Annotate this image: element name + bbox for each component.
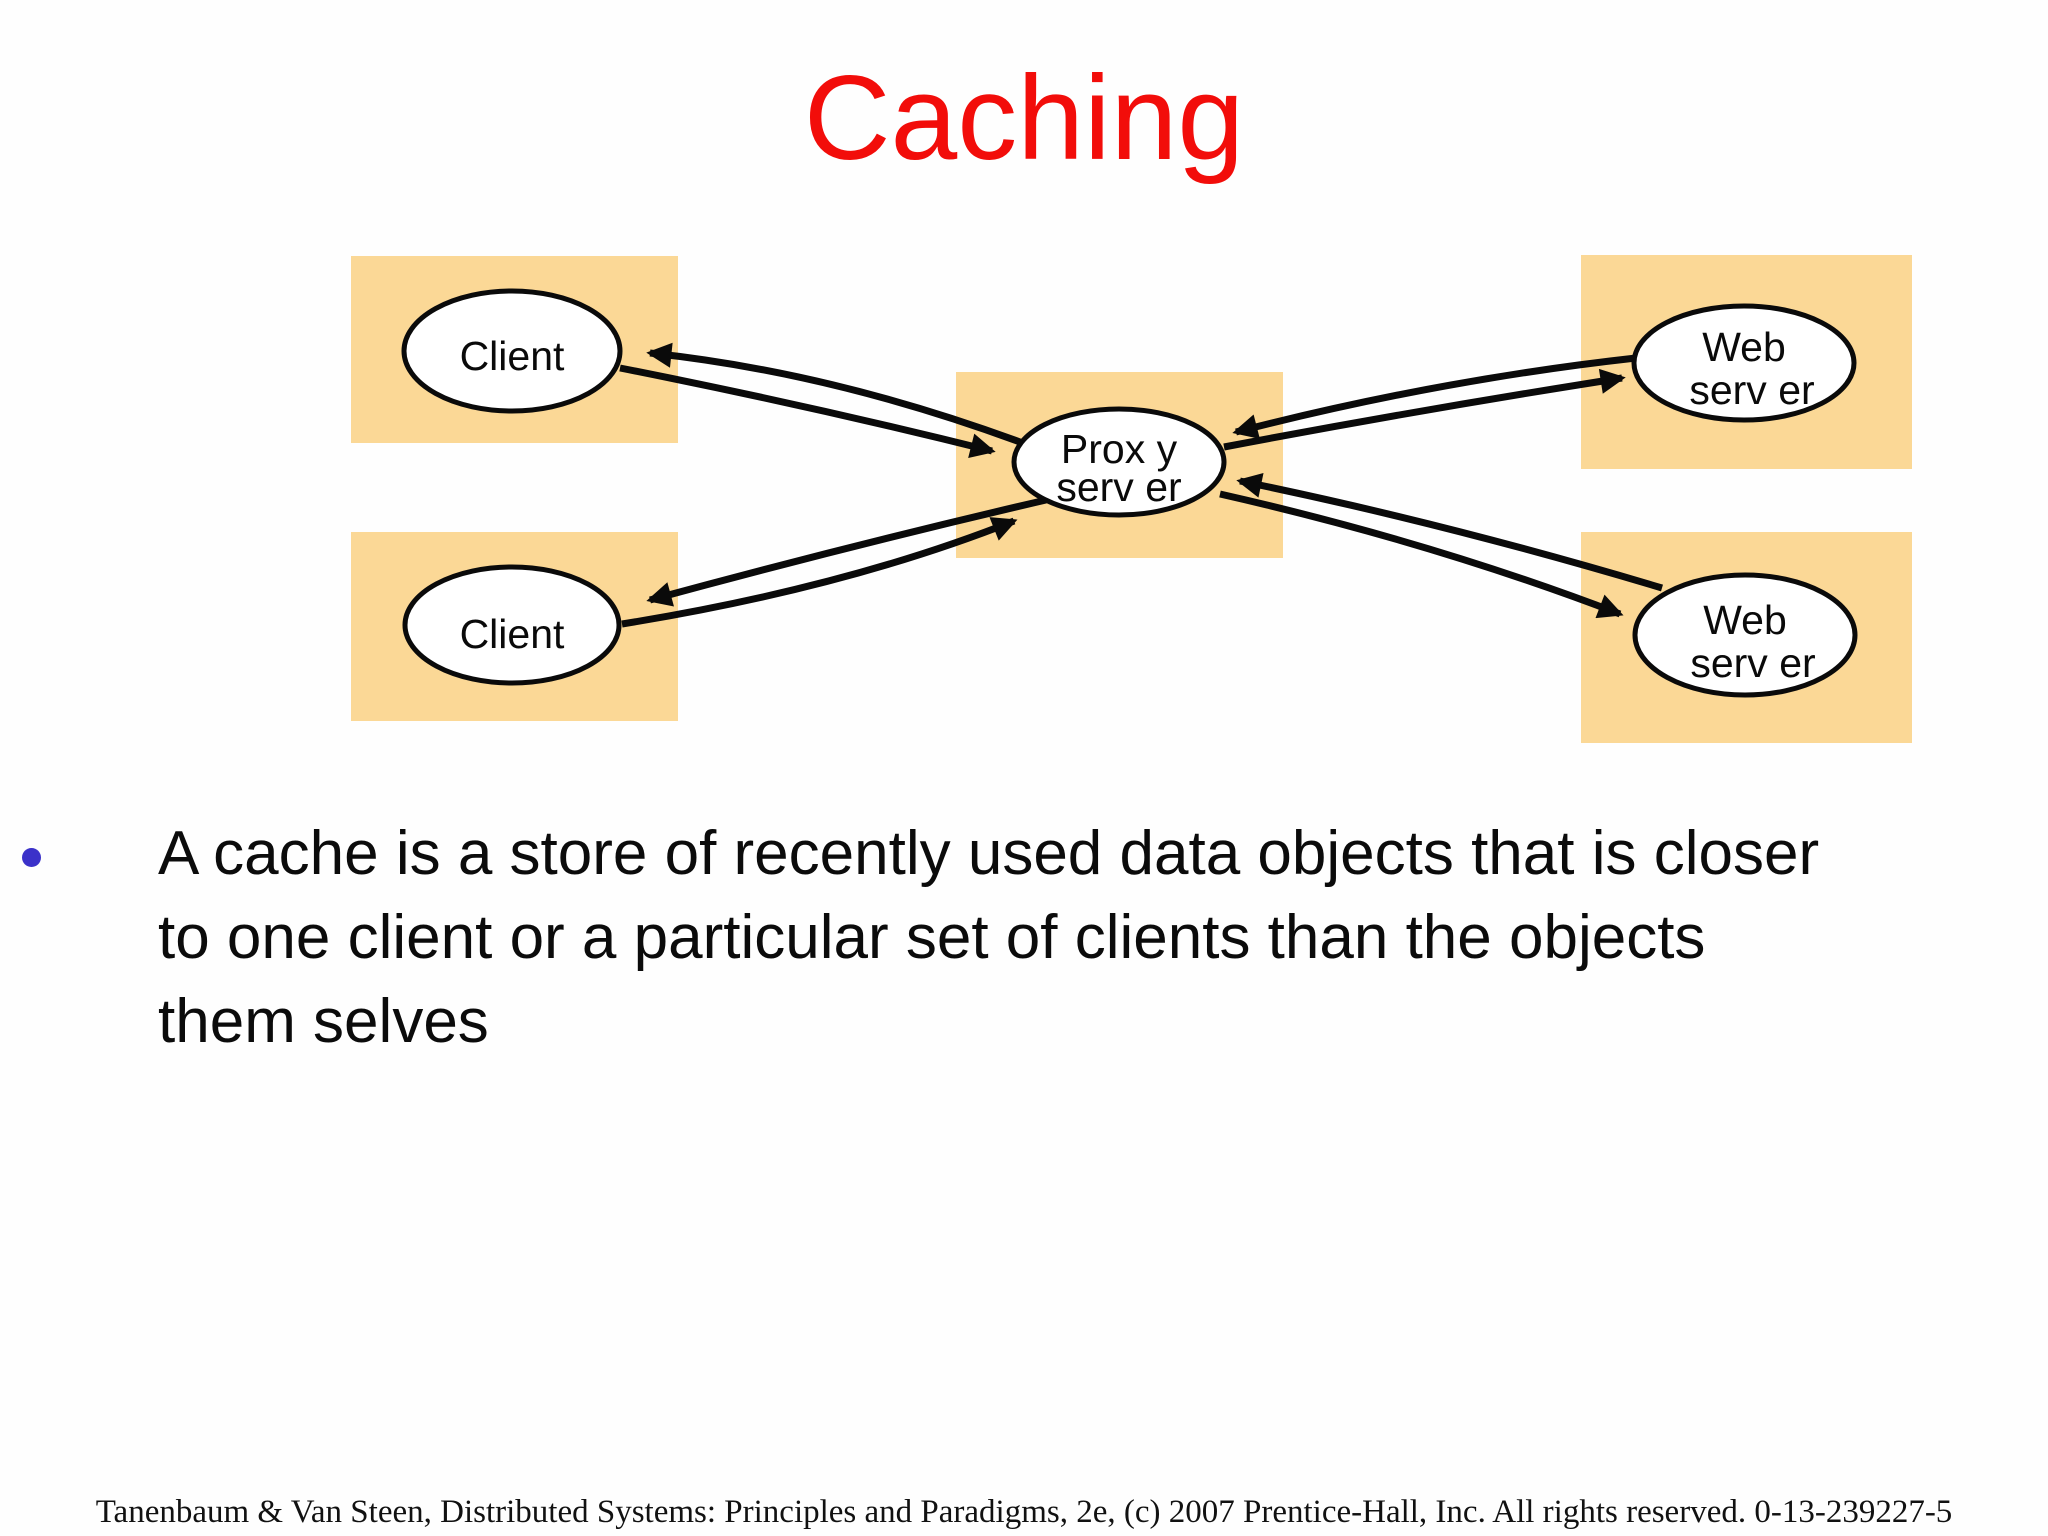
web-server-top-label-line1: Web [1702,324,1786,370]
arrow-proxy-to-web-bottom [1219,490,1624,619]
client-bottom-label: Client [460,611,565,657]
copyright-footer: Tanenbaum & Van Steen, Distributed Syste… [95,1494,1953,1530]
arrow-proxy-to-client-top [646,342,1022,446]
proxy-server-label-line2: serv er [1056,464,1181,510]
slide-title: Caching [803,51,1245,185]
client-top-label: Client [460,333,565,379]
arrow-web-top-to-proxy [1232,354,1637,439]
arrow-web-bottom-to-proxy [1236,472,1664,592]
client-bottom-node [402,564,622,686]
proxy-server-node [1011,406,1227,518]
client-top-node [401,288,623,414]
bullet-text-line: to one client or a particular set of cli… [158,903,1706,972]
arrow-client-bottom-to-proxy [621,517,1018,628]
bullet-marker [22,848,41,867]
web-server-bottom-label-line2: serv er [1690,640,1815,686]
web-server-top-node [1631,303,1857,423]
bullet-text: A cache is a store of recently used data… [158,812,2048,1064]
bullet-text-line: them selves [158,987,489,1056]
bullet-text-line: A cache is a store of recently used data… [158,819,1820,888]
arrow-proxy-to-web-top [1223,368,1626,451]
arrow-proxy-to-client-bottom [646,496,1047,607]
arrow-client-top-to-proxy [619,364,996,459]
web-server-top-label-line2: serv er [1689,367,1814,413]
proxy-server-label-line1: Prox y [1061,426,1178,472]
web-server-bottom-label-line1: Web [1703,597,1787,643]
web-server-bottom-node [1632,572,1858,698]
